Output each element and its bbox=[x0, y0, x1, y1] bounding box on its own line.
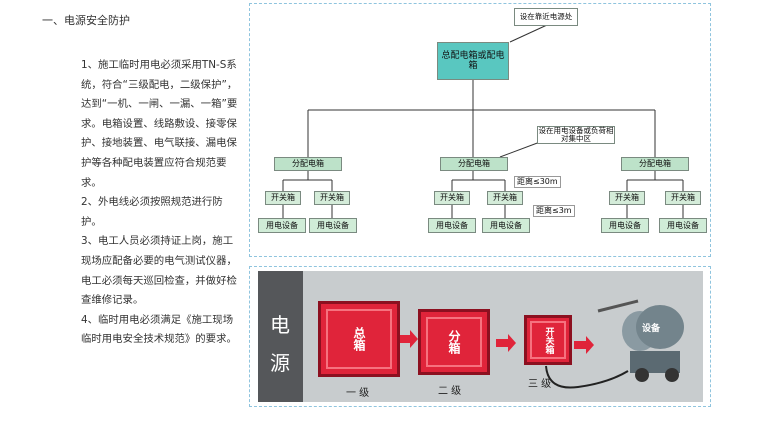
switch-box: 开关箱 bbox=[609, 191, 645, 205]
cable-arrows bbox=[398, 299, 684, 389]
illustration-frame bbox=[249, 266, 711, 407]
sub-box-cabinet: 分箱 bbox=[418, 309, 490, 375]
distribution-diagram-frame bbox=[249, 3, 711, 257]
equipment-box: 用电设备 bbox=[659, 218, 707, 233]
section-heading: 一、电源安全防护 bbox=[42, 14, 130, 27]
body-text: 1、施工临时用电必须采用TN-S系统，符合“三级配电，二级保护”，达到“一机、一… bbox=[81, 56, 241, 350]
paragraph-1: 1、施工临时用电必须采用TN-S系统，符合“三级配电，二级保护”，达到“一机、一… bbox=[81, 59, 238, 189]
power-source-wall: 电 源 bbox=[258, 271, 303, 402]
equipment-box: 用电设备 bbox=[258, 218, 306, 233]
main-distribution-box: 总配电箱或配电箱 bbox=[437, 42, 509, 80]
switch-box: 开关箱 bbox=[665, 191, 701, 205]
equipment-box: 用电设备 bbox=[601, 218, 649, 233]
mixer-machine bbox=[597, 299, 684, 382]
three-level-distribution-illustration: 电 源 总箱 分箱 开关箱 设备 一 级 二 级 三 级 bbox=[258, 271, 703, 402]
distribution-box-middle: 分配电箱 bbox=[440, 157, 508, 171]
sub-box-label: 分箱 bbox=[426, 317, 482, 367]
equipment-box: 用电设备 bbox=[428, 218, 476, 233]
level-3-label: 三 级 bbox=[528, 379, 552, 390]
main-box-cabinet: 总箱 bbox=[318, 301, 400, 377]
switch-box: 开关箱 bbox=[487, 191, 523, 205]
distribution-box-left: 分配电箱 bbox=[274, 157, 342, 171]
paragraph-2: 2、外电线必须按照规范进行防护。 bbox=[81, 196, 223, 228]
switch-box: 开关箱 bbox=[314, 191, 350, 205]
equipment-box: 用电设备 bbox=[309, 218, 357, 233]
paragraph-4: 4、临时用电必须满足《施工现场临时用电安全技术规范》的要求。 bbox=[81, 313, 237, 346]
wall-label: 源 bbox=[270, 351, 290, 375]
note-load-center: 设在用电设备或负荷相对集中区 bbox=[537, 126, 615, 144]
level-2-label: 二 级 bbox=[438, 386, 462, 397]
switch-box-label: 开关箱 bbox=[530, 321, 566, 359]
distribution-box-right: 分配电箱 bbox=[621, 157, 689, 171]
paragraph-3: 3、电工人员必须持证上岗，施工现场应配备必要的电气测试仪器，电工必须每天巡回检查… bbox=[81, 235, 237, 307]
distance-3m-label: 距离≤3m bbox=[533, 205, 575, 217]
wall-label: 电 bbox=[270, 313, 290, 337]
equipment-box: 用电设备 bbox=[482, 218, 530, 233]
main-box-label: 总箱 bbox=[326, 309, 392, 369]
switch-box: 开关箱 bbox=[434, 191, 470, 205]
level-1-label: 一 级 bbox=[346, 388, 370, 399]
machine-label: 设备 bbox=[642, 324, 661, 334]
note-near-power-source: 设在靠近电源处 bbox=[514, 8, 578, 26]
switch-box-cabinet: 开关箱 bbox=[524, 315, 572, 365]
distance-30m-label: 距离≤30m bbox=[514, 176, 561, 188]
switch-box: 开关箱 bbox=[265, 191, 301, 205]
